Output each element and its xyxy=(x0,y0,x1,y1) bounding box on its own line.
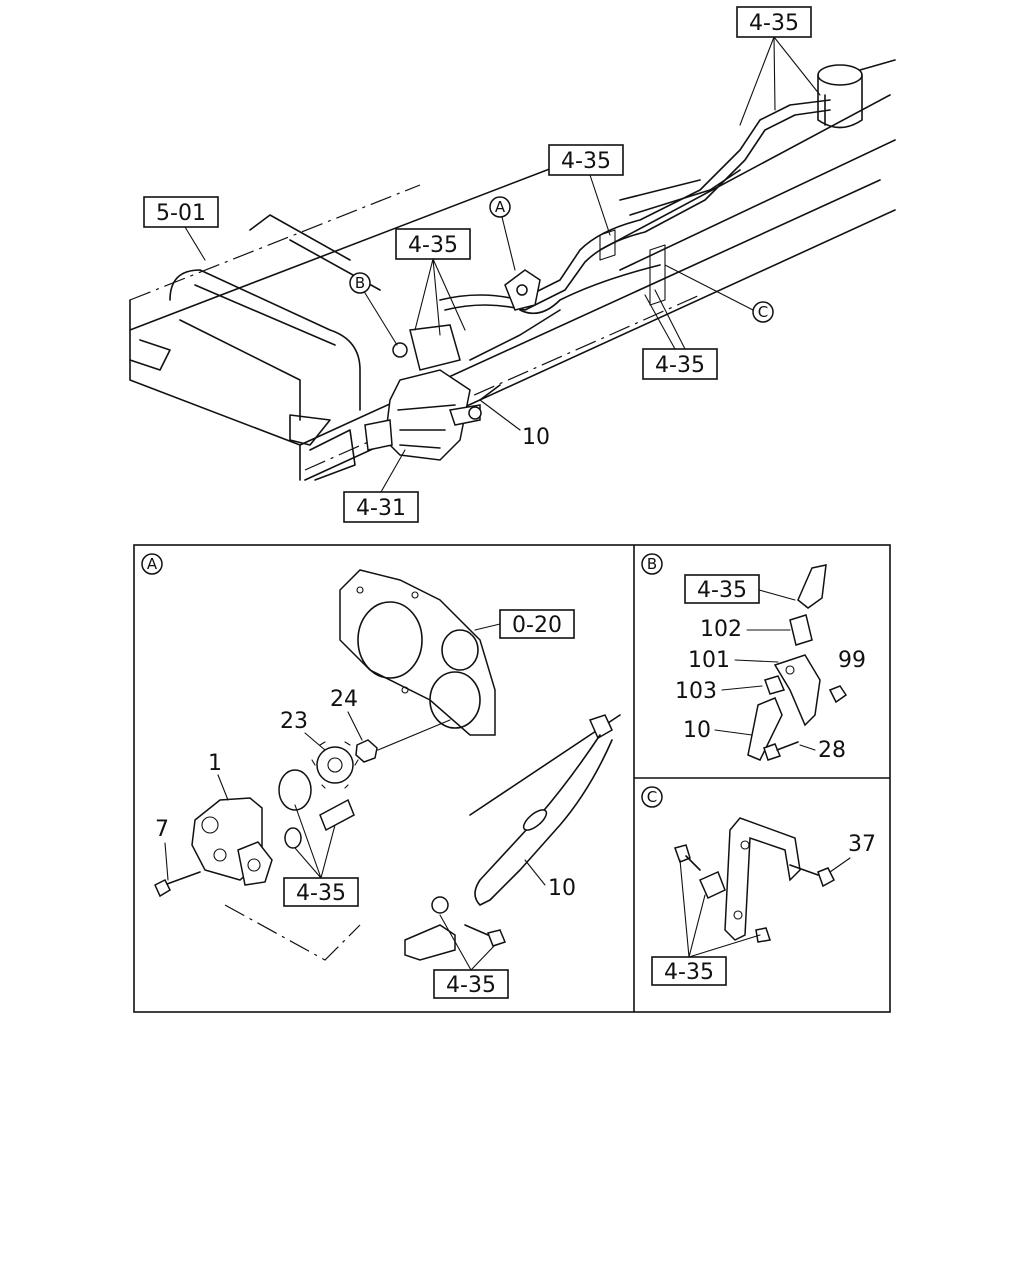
svg-text:7: 7 xyxy=(155,817,169,842)
clutch-master-cylinder xyxy=(364,324,501,461)
svg-text:103: 103 xyxy=(675,679,717,704)
mounting-bracket xyxy=(699,817,801,941)
svg-text:A: A xyxy=(495,198,506,216)
svg-text:4-35: 4-35 xyxy=(749,11,799,36)
callout-c-main: C xyxy=(664,264,774,323)
svg-text:37: 37 xyxy=(848,832,876,857)
brake-pipe-routing xyxy=(439,99,831,361)
ref-box-4-35-mid: 4-35 xyxy=(548,144,624,236)
bolt-7 xyxy=(154,871,201,898)
ref-box-5-01: 5-01 xyxy=(143,196,219,261)
svg-text:102: 102 xyxy=(700,617,742,642)
part-label-10-main: 10 xyxy=(479,399,550,450)
svg-text:4-35: 4-35 xyxy=(296,881,346,906)
svg-text:0-20: 0-20 xyxy=(512,613,562,638)
svg-text:10: 10 xyxy=(548,876,576,901)
svg-text:4-35: 4-35 xyxy=(655,353,705,378)
svg-text:1: 1 xyxy=(208,751,222,776)
ref-box-4-35-top: 4-35 xyxy=(736,6,821,126)
callout-b-main: B xyxy=(349,272,398,346)
svg-text:4-35: 4-35 xyxy=(408,233,458,258)
nut-24 xyxy=(355,739,378,763)
svg-text:4-35: 4-35 xyxy=(664,960,714,985)
svg-text:B: B xyxy=(355,274,365,292)
panel-a: A 0-20 23 24 xyxy=(141,553,621,999)
callout-a-main: A xyxy=(489,196,516,271)
reservoir-tank xyxy=(817,64,863,129)
svg-text:23: 23 xyxy=(280,709,308,734)
svg-text:10: 10 xyxy=(522,425,550,450)
hose-10 xyxy=(469,714,621,906)
svg-text:4-35: 4-35 xyxy=(446,973,496,998)
svg-text:24: 24 xyxy=(330,687,358,712)
hose-fitting xyxy=(404,896,507,961)
svg-text:B: B xyxy=(647,555,657,573)
svg-text:4-31: 4-31 xyxy=(356,496,406,521)
ref-box-4-35-left: 4-35 xyxy=(395,228,471,336)
svg-text:101: 101 xyxy=(688,648,730,673)
panel-c: C 37 4-35 xyxy=(641,786,876,986)
svg-text:5-01: 5-01 xyxy=(156,201,206,226)
ref-box-4-35-right: 4-35 xyxy=(642,289,718,380)
svg-text:99: 99 xyxy=(838,648,866,673)
gasket-plate xyxy=(339,569,496,736)
ref-box-4-31: 4-31 xyxy=(343,449,419,523)
svg-text:4-35: 4-35 xyxy=(697,578,747,603)
svg-text:C: C xyxy=(758,303,768,321)
svg-text:28: 28 xyxy=(818,738,846,763)
pump-body xyxy=(191,797,273,886)
svg-text:4-35: 4-35 xyxy=(561,149,611,174)
valve-connector-a xyxy=(504,269,541,311)
panel-b: B 4-35 102 101 99 103 10 28 xyxy=(641,553,866,763)
svg-text:10: 10 xyxy=(683,718,711,743)
sprocket xyxy=(311,741,359,789)
svg-text:A: A xyxy=(147,555,158,573)
svg-text:C: C xyxy=(647,788,657,806)
